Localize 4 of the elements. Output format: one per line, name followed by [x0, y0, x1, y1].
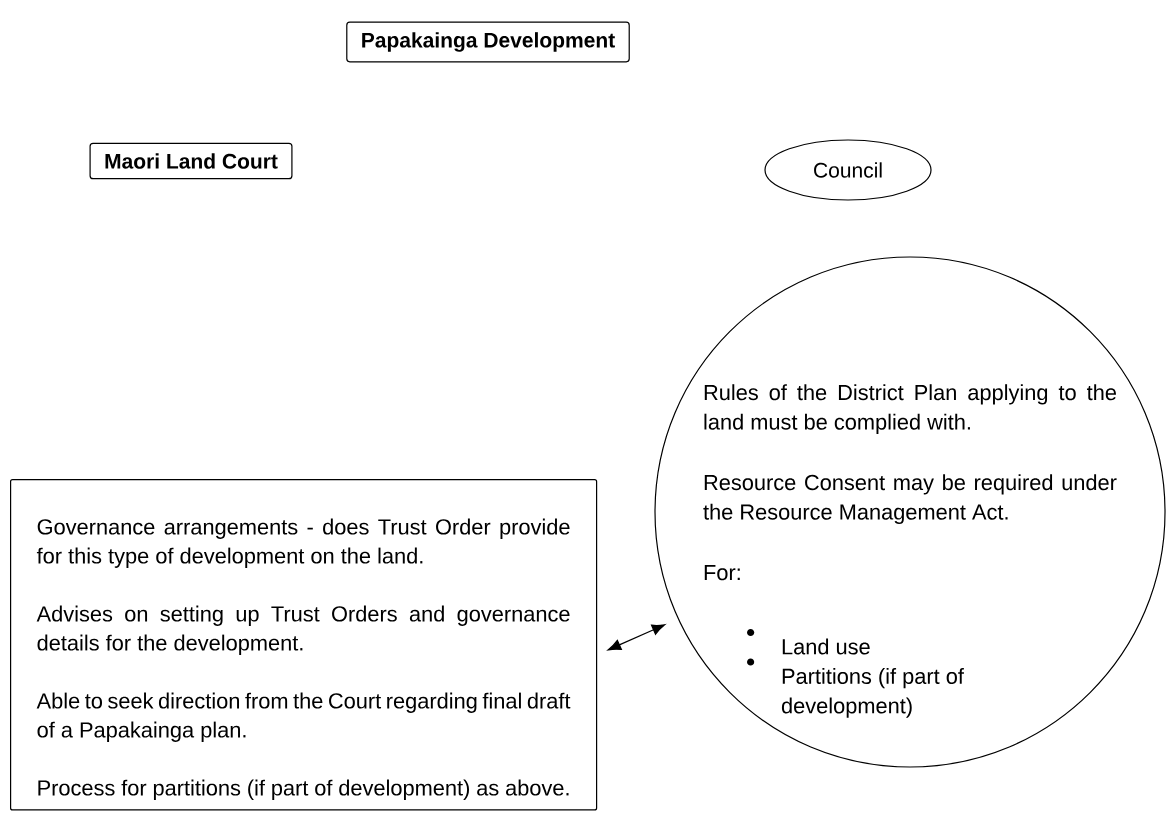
double-arrow	[607, 624, 666, 651]
text-box: Governance arrangements - does Trust Order provide for this type of development on the land. Advises on setting up Trust Orders and governance details for the development. Able to seek direction from the Court regarding final draft of a Papakainga plan. Process for partitions (if part of development) as above.	[10, 479, 598, 811]
heading-box: Maori Land Court	[89, 142, 293, 180]
title-box: Papakainga Development	[346, 21, 630, 63]
